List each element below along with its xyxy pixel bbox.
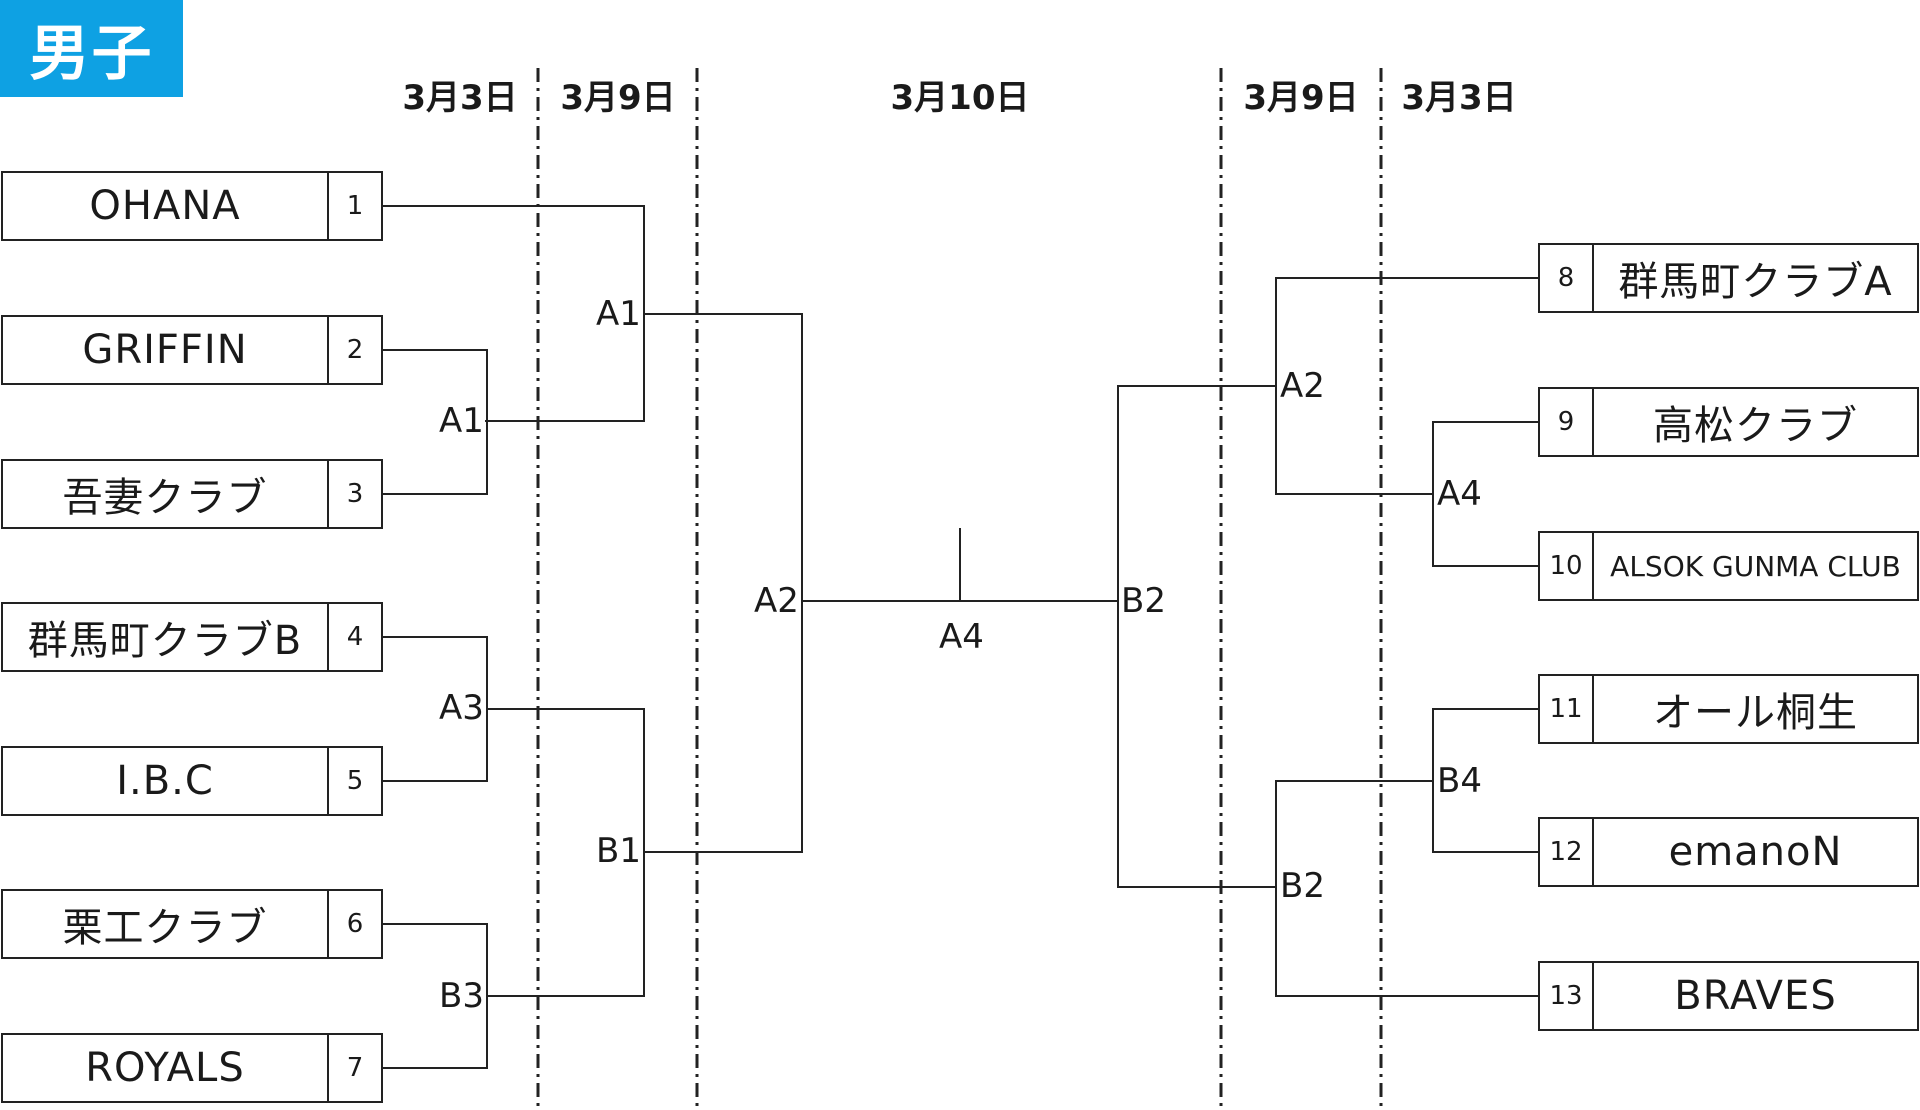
- team-box: 10 ALSOK GUNMA CLUB: [1538, 531, 1919, 601]
- team-box: 9 高松クラブ: [1538, 387, 1919, 457]
- match-label: A3: [438, 688, 485, 728]
- team-box: 8 群馬町クラブA: [1538, 243, 1919, 313]
- seed-number: 1: [327, 173, 381, 239]
- team-box: ROYALS 7: [1, 1033, 383, 1103]
- team-box: OHANA 1: [1, 171, 383, 241]
- team-box: I.B.C 5: [1, 746, 383, 816]
- team-name: 栗工クラブ: [62, 905, 268, 951]
- seed-number: 13: [1540, 963, 1594, 1029]
- bracket-right-r2-b: [1275, 780, 1538, 997]
- bracket-left-r1-a: [382, 349, 488, 495]
- team-name: オール桐生: [1653, 690, 1858, 736]
- team-name: 高松クラブ: [1653, 403, 1858, 449]
- bracket-right-r1-a: [1432, 421, 1538, 567]
- match-label: B1: [595, 831, 642, 871]
- date-right-round2: 3月9日: [1243, 78, 1359, 118]
- team-name: 群馬町クラブA: [1618, 259, 1893, 305]
- bracket-left-r2-a: [644, 313, 803, 853]
- seed-number: 11: [1540, 676, 1594, 742]
- bracket-right-semi: [1117, 385, 1276, 888]
- date-left-round1: 3月3日: [402, 78, 518, 118]
- team-name: emanoN: [1668, 829, 1843, 875]
- date-final: 3月10日: [890, 78, 1030, 118]
- seed-number: 2: [327, 317, 381, 383]
- match-label: A4: [938, 617, 985, 657]
- match-label: A1: [595, 294, 642, 334]
- seed-number: 12: [1540, 819, 1594, 885]
- team-name: OHANA: [89, 183, 241, 229]
- seed-number: 10: [1540, 533, 1594, 599]
- seed-number: 6: [327, 891, 381, 957]
- team-box: 12 emanoN: [1538, 817, 1919, 887]
- match-label: A2: [753, 581, 800, 621]
- match-label: B4: [1436, 761, 1483, 801]
- match-label: B2: [1279, 866, 1326, 906]
- team-box: 吾妻クラブ 3: [1, 459, 383, 529]
- seed-number: 3: [327, 461, 381, 527]
- team-name: 吾妻クラブ: [62, 475, 268, 521]
- seed-number: 8: [1540, 245, 1594, 311]
- category-badge: 男子: [0, 0, 183, 97]
- match-label: A4: [1436, 474, 1483, 514]
- date-left-round2: 3月9日: [560, 78, 676, 118]
- team-name: ALSOK GUNMA CLUB: [1610, 549, 1901, 583]
- team-box: 栗工クラブ 6: [1, 889, 383, 959]
- team-name: ROYALS: [85, 1045, 245, 1091]
- team-name: GRIFFIN: [82, 327, 248, 373]
- team-name: I.B.C: [116, 758, 214, 804]
- team-box: 群馬町クラブB 4: [1, 602, 383, 672]
- team-box: 11 オール桐生: [1538, 674, 1919, 744]
- match-label: B3: [438, 976, 485, 1016]
- date-right-round1: 3月3日: [1401, 78, 1517, 118]
- match-label: A1: [438, 401, 485, 441]
- team-box: 13 BRAVES: [1538, 961, 1919, 1031]
- team-box: GRIFFIN 2: [1, 315, 383, 385]
- seed-number: 9: [1540, 389, 1594, 455]
- bracket-left-r2-b: [487, 708, 645, 997]
- bracket-right-r2-a: [1275, 277, 1538, 495]
- team-name: 群馬町クラブB: [27, 618, 303, 664]
- match-label: A2: [1279, 366, 1326, 406]
- team-name: BRAVES: [1674, 973, 1837, 1019]
- seed-number: 5: [327, 748, 381, 814]
- match-label: B2: [1120, 581, 1167, 621]
- seed-number: 7: [327, 1035, 381, 1101]
- seed-number: 4: [327, 604, 381, 670]
